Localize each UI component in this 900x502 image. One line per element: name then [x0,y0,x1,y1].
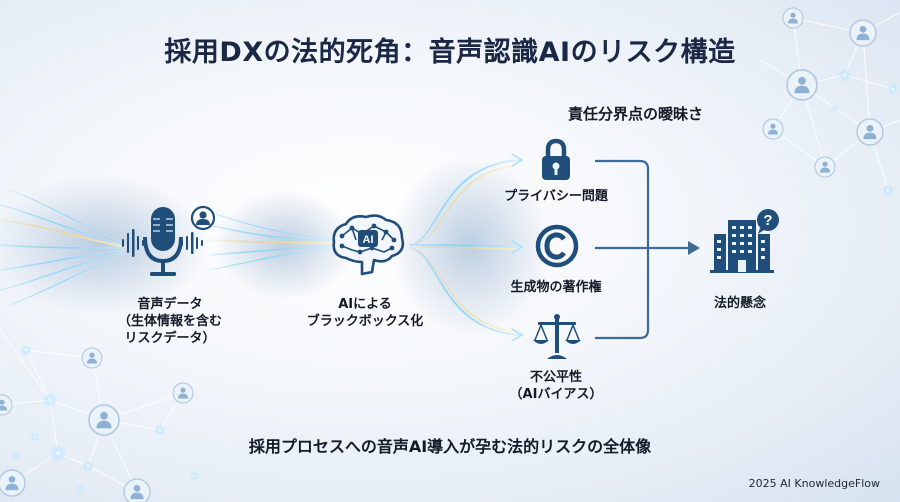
page-title: 採用DXの法的死角：音声認識AIのリスク構造 [164,37,736,68]
svg-text:AI: AI [363,234,374,246]
bias-label: 不公平性 （AIバイアス） [509,370,603,402]
scales-icon [533,314,581,359]
copyright-icon [535,224,579,268]
padlock-icon [542,138,570,180]
building-question-icon: ? [710,209,779,273]
arrow-head-icon [688,241,700,255]
responsibility-boundary-label: 責任分界点の曖昧さ [568,105,704,123]
privacy-label: プライバシー問題 [504,189,608,204]
copyright-label: 生成物の著作権 [510,280,602,295]
microphone-with-person-icon [122,205,216,276]
voice-data-label: 音声データ （生体情報を含む リスクデータ） [117,297,222,346]
legal-concern-label: 法的懸念 [713,296,766,311]
svg-text:?: ? [763,212,772,229]
diagram-caption: 採用プロセスへの音声AI導入が孕む法的リスクの全体像 [248,437,652,456]
ai-brain-icon: AI [332,214,405,276]
ai-blackbox-label: AIによる ブラックボックス化 [306,297,424,329]
credit-text: 2025 AI KnowledgeFlow [748,477,880,490]
